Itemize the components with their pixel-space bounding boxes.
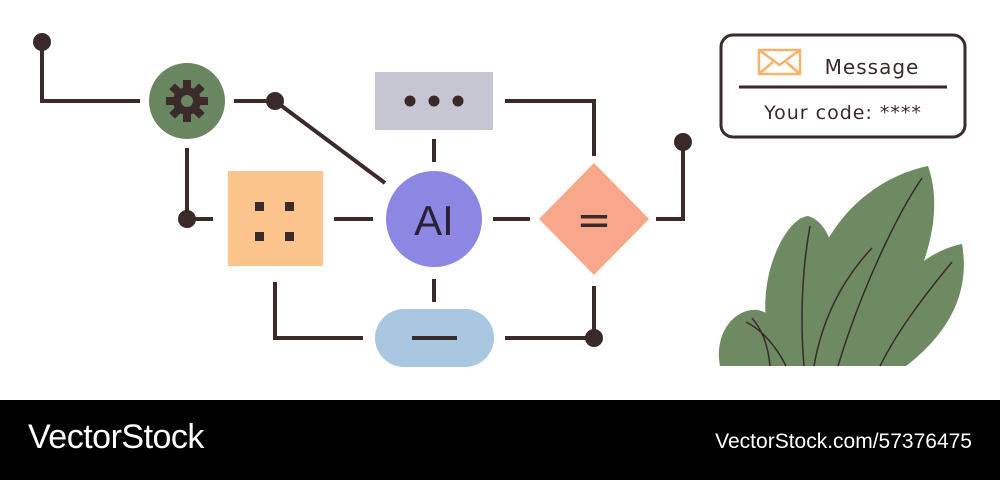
ai-node-circle (386, 171, 482, 267)
endpoint-dot (585, 329, 603, 347)
ai-node: AI (386, 171, 482, 267)
pill-node (375, 309, 494, 367)
endpoint-dot (178, 210, 196, 228)
stock-id: VectorStock.com/57376475 (715, 430, 972, 453)
endpoint-dot (674, 133, 692, 151)
brand-logo: VectorStock (28, 418, 204, 456)
connector-line (505, 99, 596, 156)
diamond-node: = (539, 163, 649, 275)
three-dots-icon (404, 95, 464, 107)
connector-line (505, 286, 596, 340)
illustration: AI = Message Your code: **** (33, 33, 967, 367)
connector-line (234, 99, 387, 185)
connector-line (273, 282, 363, 340)
connector-endpoints (33, 33, 692, 347)
four-dots-icon (255, 202, 294, 241)
message-title: Message (825, 55, 920, 79)
connector-line (656, 142, 685, 221)
message-card: Message Your code: **** (719, 33, 967, 139)
diamond-node-label: = (576, 195, 611, 244)
endpoint-dot (266, 92, 284, 110)
envelope-icon (757, 48, 802, 76)
connector-lines (40, 42, 685, 340)
gear-node (149, 63, 225, 139)
connector-line (40, 42, 140, 103)
left-square-shape (228, 171, 323, 266)
endpoint-dot (33, 33, 51, 51)
left-square-node (228, 171, 323, 266)
plant-illustration (718, 166, 964, 367)
top-rect-node (375, 72, 493, 130)
footer-bar: VectorStock VectorStock.com/57376475 (0, 400, 1000, 480)
ai-node-label: AI (414, 197, 454, 244)
message-code-text: Your code: **** (763, 102, 922, 124)
diagram-svg: AI = Message Your code: **** (33, 33, 967, 367)
diamond-shape (539, 163, 649, 275)
gear-icon (166, 80, 208, 122)
connector-line (185, 148, 213, 221)
